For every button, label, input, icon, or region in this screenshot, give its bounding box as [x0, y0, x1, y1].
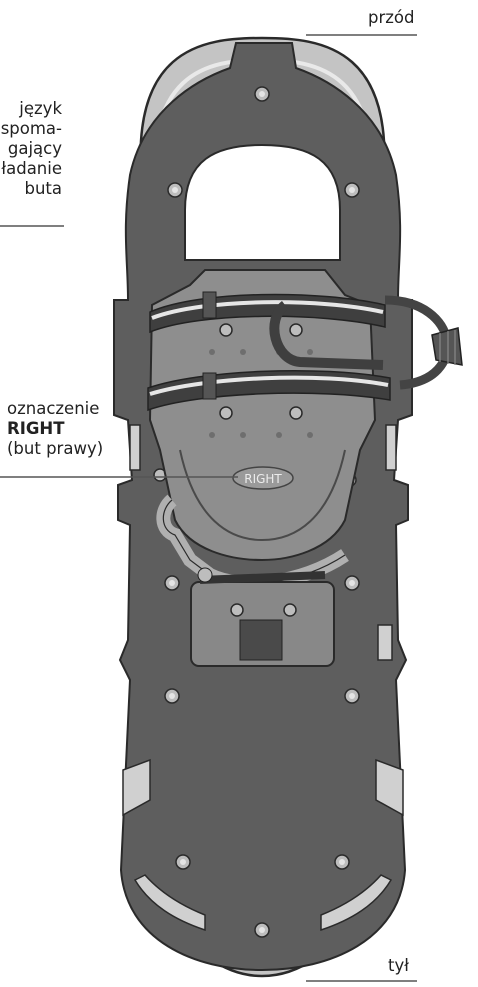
heel-plate: [190, 567, 335, 667]
right-mark-callout: oznaczenie RIGHT (but prawy): [7, 399, 103, 459]
tongue-line-4: ładanie: [1, 159, 62, 178]
back-label: tył: [388, 956, 409, 975]
binding-rivets: [219, 323, 303, 420]
mark-line-2: RIGHT: [7, 419, 65, 438]
right-stamp-oval: [232, 466, 294, 490]
front-label: przód: [368, 8, 415, 27]
right-stamp-text: RIGHT: [244, 472, 282, 486]
mark-line-1: oznaczenie: [7, 399, 100, 418]
tongue-line-3: gający: [7, 139, 62, 158]
tongue-line-2: spoma-: [0, 119, 62, 138]
frame-slots: [122, 424, 404, 932]
tongue-line-1: język: [19, 99, 62, 118]
tongue-line-5: buta: [24, 179, 62, 198]
binding-plate: [148, 269, 377, 562]
front-cutout: [184, 143, 341, 261]
rivets: [153, 86, 360, 938]
toe-straps: [147, 291, 463, 412]
mark-line-3: (but prawy): [7, 439, 104, 458]
tongue-callout: język spoma- gający ładanie buta: [0, 99, 62, 199]
